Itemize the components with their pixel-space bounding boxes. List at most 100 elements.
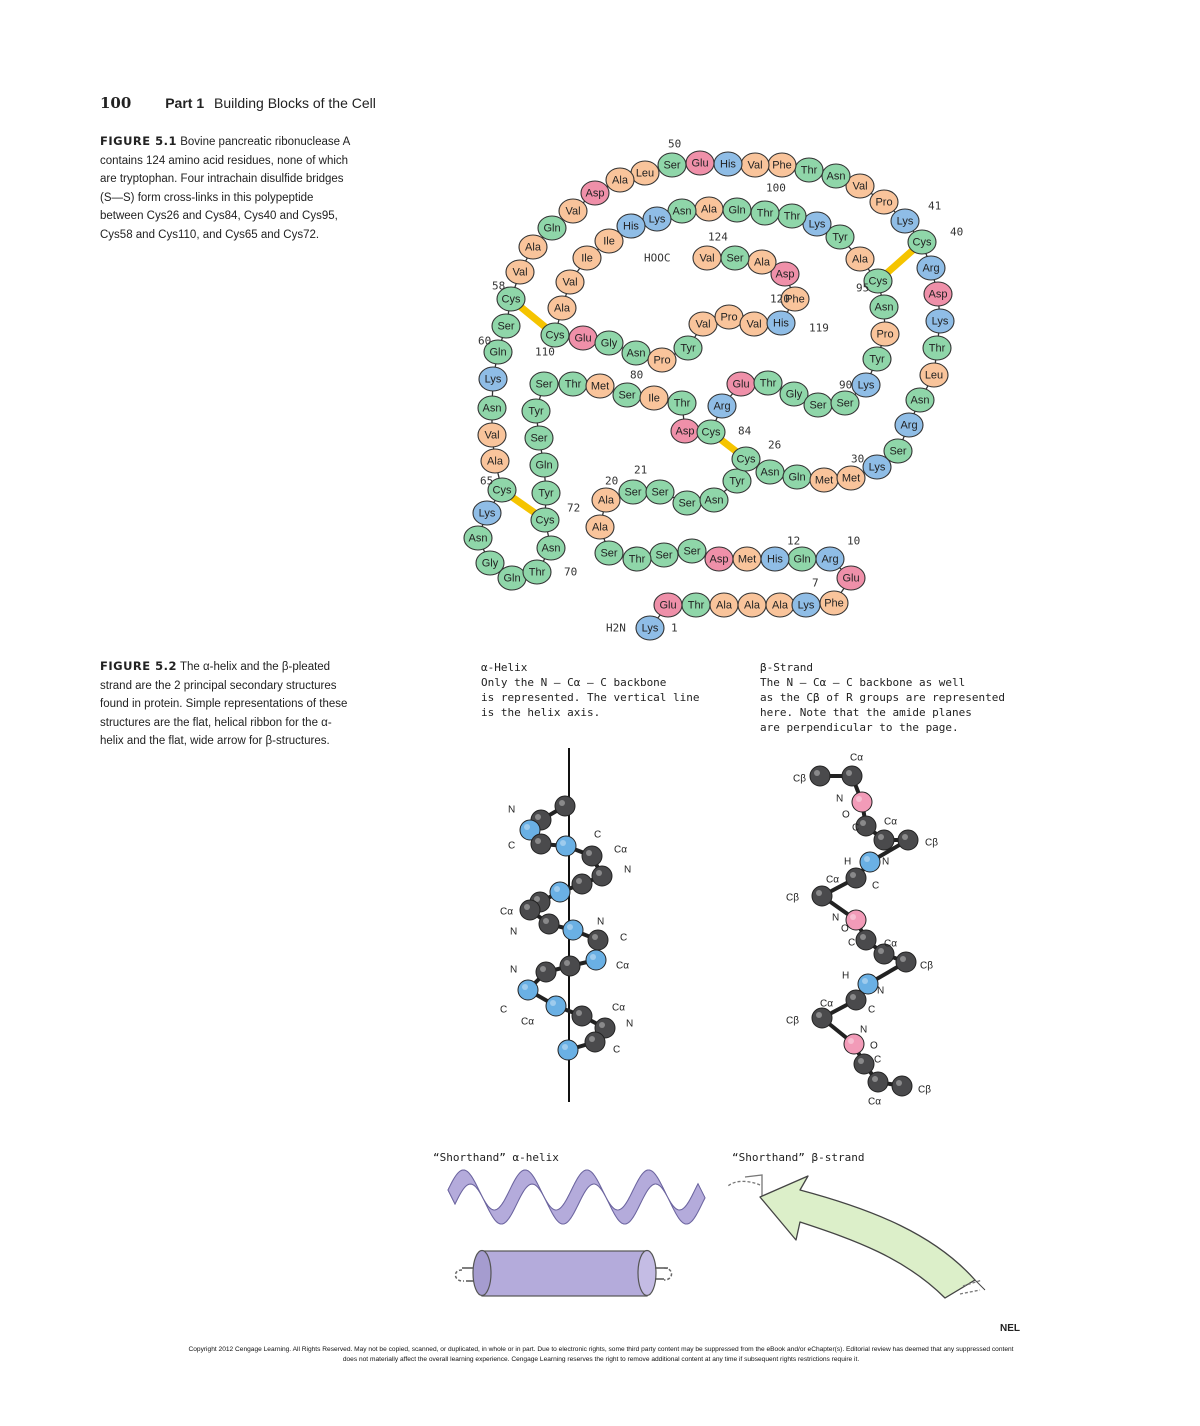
atom-label: C (508, 841, 515, 852)
residue-label: Val (695, 319, 710, 331)
atom-label: Cα (612, 1003, 625, 1014)
atom-C (587, 929, 609, 951)
residue-label: Leu (636, 168, 654, 180)
page-number: 100 (100, 94, 132, 112)
residue-number-26: 26 (768, 439, 781, 452)
residue-number-30: 30 (851, 453, 864, 466)
residue-23: Ser (672, 490, 702, 516)
residue-49: Glu (685, 150, 715, 176)
atom-C (571, 1005, 593, 1027)
residue-label: Ala (487, 456, 504, 468)
figure-5-1-caption: FIGURE 5.1 Bovine pancreatic ribonucleas… (100, 132, 355, 244)
atom-label: H (842, 971, 849, 982)
atom-label: Cα (884, 817, 897, 828)
residue-61: Lys (478, 366, 508, 392)
atom-C (535, 961, 557, 983)
atom-label: Cβ (925, 838, 938, 849)
residue-label: Ala (612, 175, 629, 187)
residue-label: Asn (761, 467, 780, 479)
residue-6: Ala (765, 592, 795, 618)
residue-label: Thr (529, 567, 546, 579)
residue-label: Val (484, 430, 499, 442)
residue-11: Gln (787, 546, 817, 572)
atom-C (867, 1071, 889, 1093)
atom-C (554, 795, 576, 817)
residue-96: Ala (845, 246, 875, 272)
atom-label: Cβ (786, 893, 799, 904)
residue-label: Cys (493, 485, 512, 497)
residue-label: Asn (673, 206, 692, 218)
residue-116: Val (688, 311, 718, 337)
residue-37: Lys (925, 308, 955, 334)
residue-104: Lys (642, 206, 672, 232)
atom-C (811, 885, 833, 907)
atom-C (538, 913, 560, 935)
helix-desc-line-3: is the helix axis. (481, 706, 601, 719)
residue-66: Lys (472, 500, 502, 526)
residue-label: Val (512, 267, 527, 279)
residue-label: Lys (932, 316, 949, 328)
residue-label: Cys (869, 276, 888, 288)
residue-label: Pro (653, 355, 670, 367)
residue-label: Ala (852, 254, 869, 266)
residue-number-41: 41 (928, 200, 941, 213)
atom-N (555, 835, 577, 857)
residue-label: Thr (565, 379, 582, 391)
part-label: Part 1 (165, 95, 205, 111)
residue-label: Ser (651, 487, 668, 499)
residue-label: Thr (929, 343, 946, 355)
residue-22: Ser (645, 479, 675, 505)
atom-C (559, 955, 581, 977)
atom-label: Cα (500, 907, 513, 918)
residue-10: Arg (815, 546, 845, 572)
residue-number-95: 95 (856, 282, 869, 295)
residue-label: Thr (629, 554, 646, 566)
atom-label: C (848, 938, 855, 949)
residue-81: Ile (639, 385, 669, 411)
atom-N (549, 881, 571, 903)
atom-C (855, 815, 877, 837)
residue-118: Val (739, 311, 769, 337)
residue-44: Asn (821, 163, 851, 189)
n-terminus-label: H2N (606, 622, 626, 635)
figure-5-1-label: FIGURE 5.1 (100, 134, 177, 148)
residue-label: Ser (663, 160, 680, 172)
atom-C (530, 833, 552, 855)
residue-label: Glu (691, 158, 708, 170)
residue-label: Ser (530, 433, 547, 445)
residue-93: Pro (870, 321, 900, 347)
atom-label: Cα (826, 875, 839, 886)
residue-label: Lys (809, 219, 826, 231)
atom-label: C (872, 881, 879, 892)
residue-label: Tyr (528, 406, 544, 418)
residue-label: Thr (784, 211, 801, 223)
residue-3: Thr (681, 592, 711, 618)
residue-84: Cys (696, 419, 726, 445)
atom-C (519, 899, 541, 921)
residue-100: Thr (750, 200, 780, 226)
residue-76: Tyr (521, 398, 551, 424)
residue-label: Thr (760, 378, 777, 390)
helix-desc-line-2: is represented. The vertical line (481, 691, 700, 704)
residue-60: Gln (483, 339, 513, 365)
atom-label: C (500, 1005, 507, 1016)
residue-number-20: 20 (605, 475, 618, 488)
atom-label: O (842, 810, 850, 821)
residue-124: Val (692, 245, 722, 271)
residue-label: Gly (786, 389, 803, 401)
atom-label: Cβ (793, 774, 806, 785)
residue-label: Ala (716, 600, 733, 612)
residue-label: Tyr (538, 488, 554, 500)
residue-label: Ser (836, 398, 853, 410)
residue-114: Pro (647, 347, 677, 373)
residue-24: Asn (699, 487, 729, 513)
residue-label: Asp (929, 289, 948, 301)
residue-label: Asn (469, 533, 488, 545)
residue-label: Met (738, 554, 756, 566)
residue-56: Ala (518, 234, 548, 260)
residue-label: Asn (827, 171, 846, 183)
atom-C (897, 829, 919, 851)
residue-26: Cys (731, 446, 761, 472)
